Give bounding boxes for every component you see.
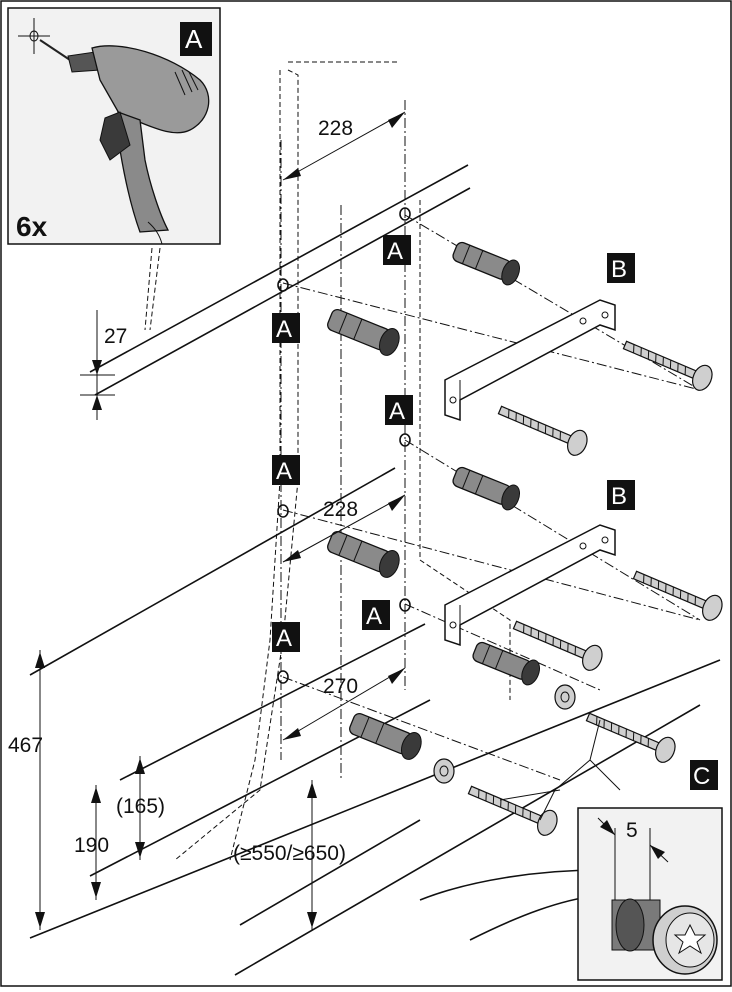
svg-text:A: A [387, 238, 403, 265]
wall-plugs [327, 241, 541, 760]
svg-text:A: A [276, 458, 292, 485]
washers [433, 684, 576, 784]
inset-label-a: A [185, 24, 203, 54]
washer-icon [554, 684, 576, 710]
dim-middle-spacing: 228 [323, 498, 358, 521]
svg-text:B: B [611, 483, 627, 510]
dim-bottom-spacing: 270 [323, 675, 358, 698]
washer-icon [433, 758, 455, 784]
screw-icon [585, 712, 676, 763]
wall-plug-icon [327, 308, 400, 356]
dim-top-offset: 27 [104, 325, 127, 348]
svg-text:A: A [276, 316, 292, 343]
wall-plug-icon [452, 241, 521, 286]
dimension-lines [35, 111, 406, 930]
label-a-mid-right: A [385, 395, 413, 425]
screw-icon [497, 405, 588, 456]
drill-icon [39, 39, 210, 245]
screw-icon [622, 340, 713, 391]
svg-text:B: B [611, 256, 627, 283]
svg-text:A: A [276, 625, 292, 652]
svg-text:A: A [366, 603, 382, 630]
label-b-top: B [607, 253, 635, 283]
label-a-top-right: A [383, 235, 411, 265]
dim-inner-height: (165) [116, 795, 165, 818]
label-b-middle: B [607, 480, 635, 510]
label-a-top-left: A [272, 313, 300, 343]
svg-text:C: C [693, 763, 710, 790]
dim-lower-height: 190 [74, 834, 109, 857]
crosshair-icon [18, 18, 50, 54]
wall-plug-icon [349, 712, 422, 760]
inset-count: 6x [16, 211, 48, 242]
dim-total-height: 467 [8, 734, 43, 757]
wall-plug-icon [472, 641, 541, 686]
label-a-mid-left: A [272, 455, 300, 485]
dim-clearance: (≥550/≥650) [233, 842, 346, 865]
detail-leaders [499, 719, 621, 821]
screw-icon [467, 785, 558, 836]
wall-plug-icon [452, 466, 521, 511]
label-a-low-right: A [362, 600, 390, 630]
bracket-icon [444, 524, 616, 647]
screw-icon [512, 620, 603, 671]
drill-inset: A 6x [7, 7, 221, 245]
wall-plug-icon [327, 530, 400, 578]
screws [467, 340, 723, 836]
drill-holes [277, 207, 411, 684]
svg-text:A: A [389, 398, 405, 425]
dim-top-spacing: 228 [318, 117, 353, 140]
label-c: C [690, 760, 718, 790]
screw-head-icon [652, 905, 718, 975]
screw-detail-inset: 5 [577, 807, 723, 981]
label-a-low-left: A [272, 622, 300, 652]
bracket-icon [444, 299, 616, 422]
screw-icon [632, 570, 723, 621]
dim-screw-gap: 5 [626, 819, 638, 842]
